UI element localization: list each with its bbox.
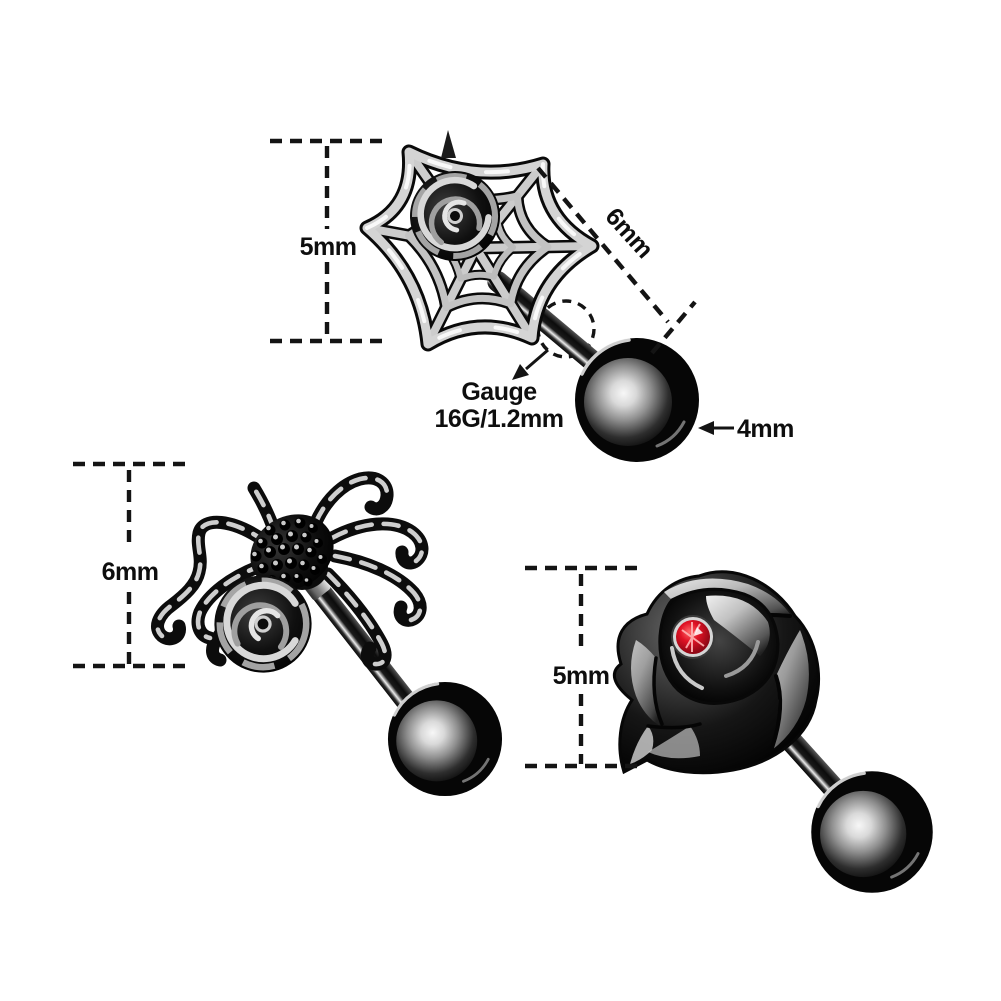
down-left-arrow-icon <box>512 364 529 380</box>
annotations: 5mm 6mm Gauge 16G/1.2mm 4mm 6mm <box>73 138 794 769</box>
barbell-ball <box>809 769 935 895</box>
spider-height-label: 6mm <box>102 558 159 586</box>
rose-stud <box>612 570 935 895</box>
barbell-ball <box>386 680 504 798</box>
ball-size-dimension: 4mm <box>698 415 794 443</box>
gauge-label-line2: 16G/1.2mm <box>435 405 564 433</box>
left-arrow-icon <box>698 421 714 435</box>
web-height-label: 5mm <box>300 233 357 261</box>
gauge-label-line1: Gauge <box>461 378 537 406</box>
barbell-ball <box>573 336 701 464</box>
rose-height-label: 5mm <box>553 662 610 690</box>
barbell-post <box>487 271 620 386</box>
spider-abdomen <box>250 514 334 590</box>
rose-height-dimension: 5mm <box>525 565 641 769</box>
ball-size-label: 4mm <box>737 415 794 443</box>
gauge-callout: Gauge 16G/1.2mm <box>435 348 564 433</box>
spider-stud <box>151 471 504 798</box>
spiderweb-stud <box>359 130 701 464</box>
rose-stem <box>441 130 456 158</box>
web-height-dimension: 5mm <box>270 138 384 344</box>
spider-height-dimension: 6mm <box>73 461 190 669</box>
rose-flower <box>612 570 820 775</box>
